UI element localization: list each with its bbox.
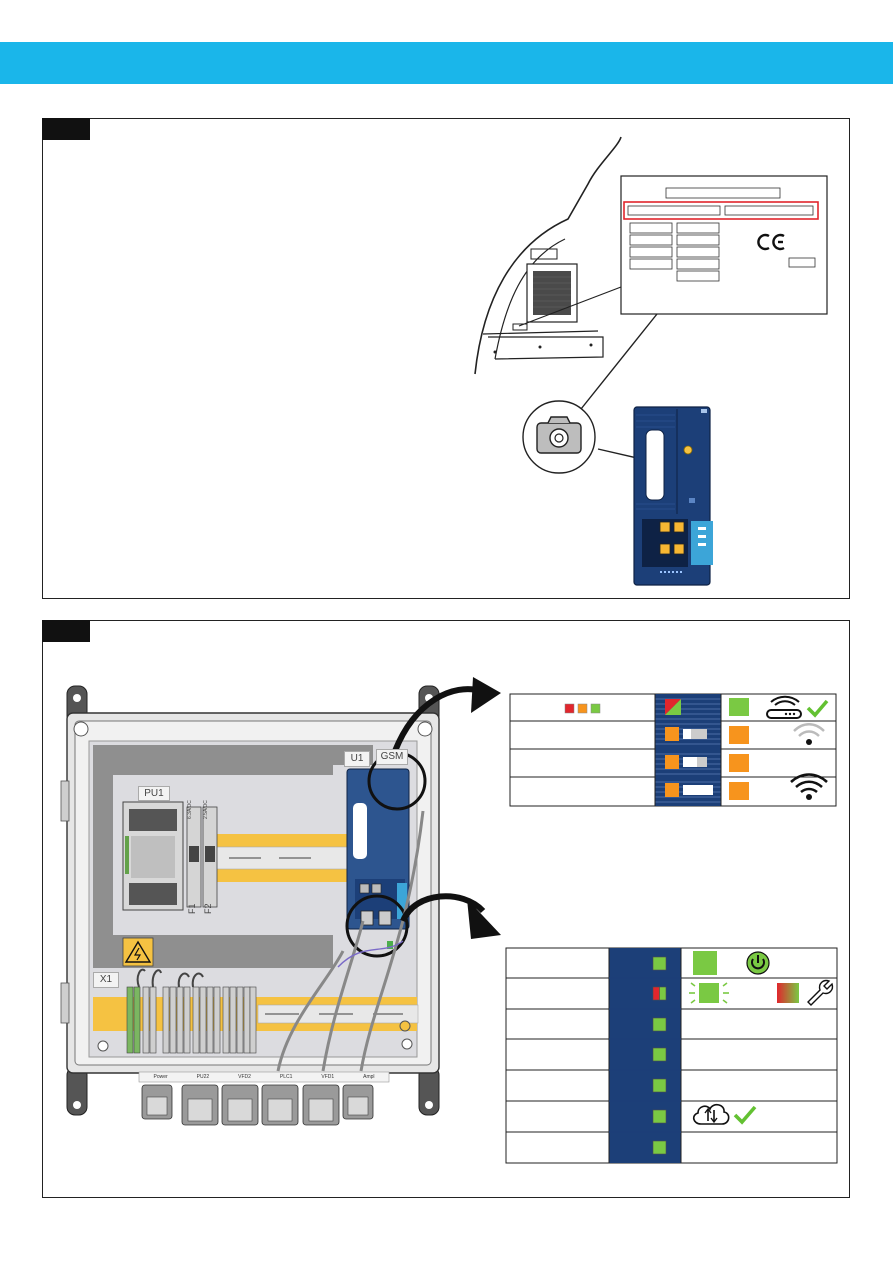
gland-label: Ampl bbox=[363, 1074, 375, 1080]
router-label-slot bbox=[645, 429, 665, 501]
gland-label-strip: Power PU22 VFD2 PLC1 VFD1 Ampl bbox=[139, 1072, 389, 1082]
f2-label: F2 bbox=[203, 903, 213, 915]
wifi-weak-icon bbox=[793, 723, 825, 745]
status-led-blinking bbox=[699, 983, 719, 1003]
status-led-green bbox=[693, 951, 717, 975]
router-label-illustration bbox=[474, 136, 828, 586]
gsm-led-table bbox=[509, 693, 837, 807]
signal-strength-leds bbox=[564, 703, 601, 714]
wifi-strong-icon bbox=[790, 773, 828, 800]
step-number-tab bbox=[42, 118, 90, 140]
breaker2-rating: 2.5A/DC bbox=[203, 800, 209, 820]
status-led-orange bbox=[729, 726, 749, 744]
arrow-to-router-table bbox=[400, 893, 486, 923]
gland-label: VFD2 bbox=[238, 1074, 251, 1080]
panel-router-label-location bbox=[42, 118, 850, 599]
u1-label: U1 bbox=[344, 751, 370, 767]
camera-icon bbox=[522, 400, 596, 474]
status-led-green bbox=[729, 698, 749, 716]
router-led-table bbox=[505, 947, 838, 1164]
router-connected-icon bbox=[766, 695, 802, 719]
step-number-tab bbox=[42, 620, 90, 642]
gland-label: Power bbox=[153, 1074, 168, 1080]
gsm-led-red-green bbox=[665, 699, 681, 715]
power-icon bbox=[746, 951, 770, 975]
gland-label: PU22 bbox=[196, 1074, 210, 1080]
ce-mark bbox=[757, 233, 785, 251]
header-bar bbox=[0, 42, 893, 84]
cloud-transfer-icon bbox=[692, 1103, 730, 1125]
serial-highlight-frame bbox=[623, 201, 819, 220]
panel-led-indicators: PU1 U1 GSM X1 F1 F2 6.3A/DC 2.5A/DC Powe… bbox=[42, 620, 850, 1198]
check-icon bbox=[733, 1105, 757, 1125]
f1-label: F1 bbox=[187, 903, 197, 915]
status-led-orange bbox=[729, 782, 749, 800]
gland-label: PLC1 bbox=[279, 1074, 293, 1080]
control-cabinet-illustration bbox=[60, 677, 501, 1126]
router-led-callout bbox=[345, 894, 409, 958]
router-device bbox=[633, 406, 713, 586]
status-led-orange bbox=[729, 754, 749, 772]
status-led-red-green bbox=[777, 983, 799, 1003]
x1-label: X1 bbox=[93, 972, 119, 988]
gsm-label: GSM bbox=[376, 749, 408, 765]
breaker1-rating: 6.3A/DC bbox=[187, 800, 193, 820]
check-icon bbox=[806, 699, 829, 718]
gland-label: VFD1 bbox=[321, 1074, 335, 1080]
pu1-label: PU1 bbox=[138, 786, 170, 801]
wrench-icon bbox=[807, 979, 834, 1006]
arrow-to-gsm-table bbox=[392, 686, 482, 753]
